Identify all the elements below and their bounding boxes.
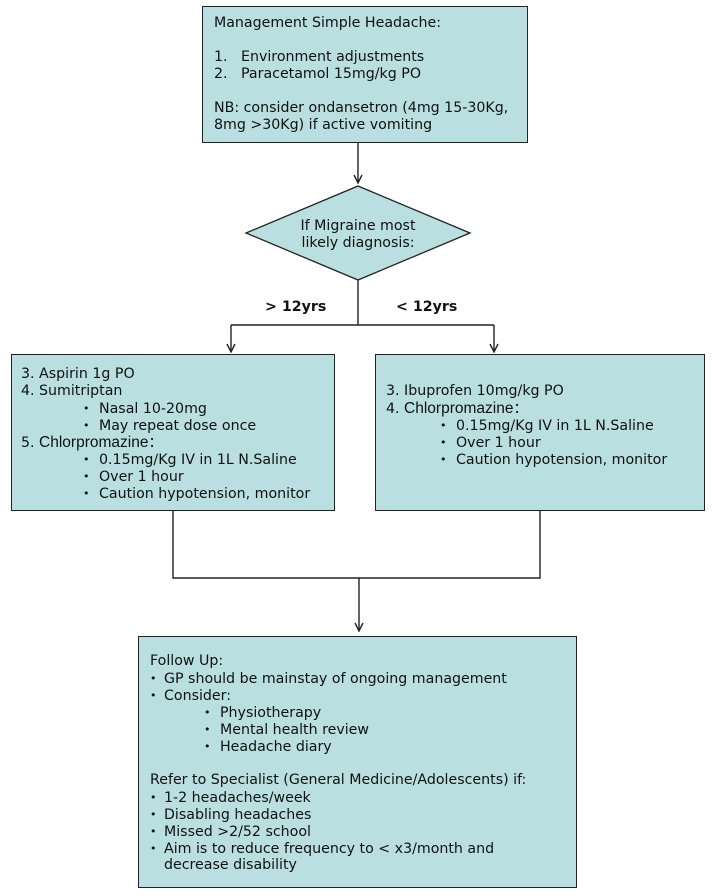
chlorpromazine-item: 4. Chlorpromazine： xyxy=(386,400,528,417)
bullet-item: •Over 1 hour xyxy=(83,469,184,485)
follow-up-title: Follow Up: xyxy=(150,653,224,669)
decision-line: If Migraine most xyxy=(300,218,416,234)
over-12-treatment-box: 3. Aspirin 1g PO 4. Sumitriptan •Nasal 1… xyxy=(11,354,335,511)
top-box-item: 2.Paracetamol 15mg/kg PO xyxy=(214,66,421,82)
refer-item: •Missed >2/52 school xyxy=(150,824,311,840)
ibuprofen-item: 3. Ibuprofen 10mg/kg PO xyxy=(386,383,564,399)
top-box-title: Management Simple Headache: xyxy=(214,15,442,31)
consider-item: •Headache diary xyxy=(204,739,332,755)
consider-item: •Mental health review xyxy=(204,722,370,738)
ondansetron-note: NB: consider ondansetron (4mg 15-30Kg, xyxy=(214,100,509,116)
follow-up-item: •Consider: xyxy=(150,688,232,704)
aspirin-item: 3. Aspirin 1g PO xyxy=(21,366,135,382)
refer-item: •Disabling headaches xyxy=(150,807,312,823)
branch-label-over-12: > 12yrs xyxy=(265,299,327,315)
bullet-item: •Over 1 hour xyxy=(440,435,541,451)
bullet-item: •Nasal 10-20mg xyxy=(83,401,207,417)
decision-line: likely diagnosis: xyxy=(301,235,415,251)
ondansetron-note-cont: 8mg >30Kg) if active vomiting xyxy=(214,117,433,133)
bullet-item: •May repeat dose once xyxy=(83,418,257,434)
sumitriptan-item: 4. Sumitriptan xyxy=(21,383,123,399)
top-box-item: 1.Environment adjustments xyxy=(214,49,425,65)
branch-label-under-12: < 12yrs xyxy=(396,299,458,315)
bullet-item: •Caution hypotension, monitor xyxy=(83,486,311,502)
chlorpromazine-item: 5. Chlorpromazine： xyxy=(21,434,163,451)
follow-up-box: Follow Up: •GP should be mainstay of ong… xyxy=(138,636,577,888)
merge-line xyxy=(172,510,541,579)
management-simple-headache-box: Management Simple Headache: 1.Environmen… xyxy=(202,6,528,143)
refer-title: Refer to Specialist (General Medicine/Ad… xyxy=(150,772,527,788)
decision-text: If Migraine most likely diagnosis: xyxy=(246,218,470,252)
under-12-treatment-box: 3. Ibuprofen 10mg/kg PO 4. Chlorpromazin… xyxy=(375,354,705,511)
bullet-item: •0.15mg/Kg IV in 1L N.Saline xyxy=(83,452,297,468)
bullet-item: •0.15mg/Kg IV in 1L N.Saline xyxy=(440,418,654,434)
aim-item: •Aim is to reduce frequency to < x3/mont… xyxy=(150,841,495,857)
bullet-item: •Caution hypotension, monitor xyxy=(440,452,668,468)
follow-up-item: •GP should be mainstay of ongoing manage… xyxy=(150,671,507,687)
refer-item: •1-2 headaches/week xyxy=(150,790,311,806)
consider-item: •Physiotherapy xyxy=(204,705,322,721)
aim-item-cont: decrease disability xyxy=(164,857,297,873)
